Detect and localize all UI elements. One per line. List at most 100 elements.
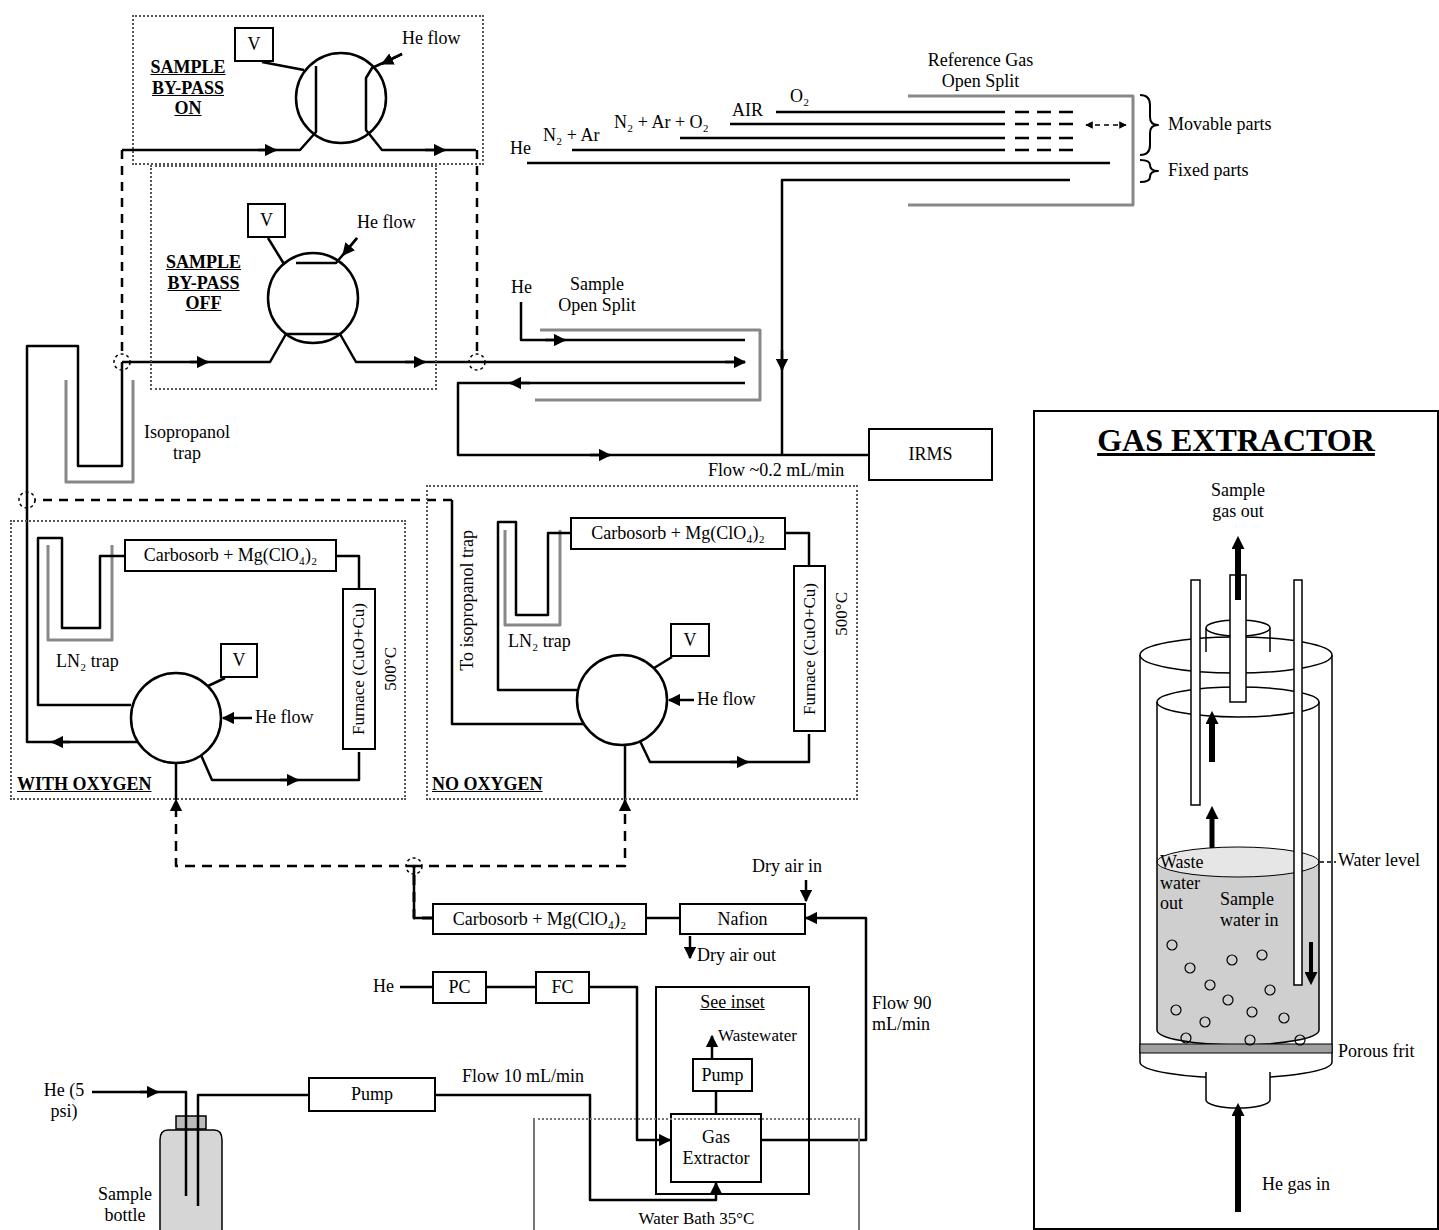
sample-arrow — [1309, 942, 1313, 976]
process-box: V — [220, 643, 258, 678]
node-label: V — [248, 34, 261, 55]
part-label: Isopropanol trap — [137, 422, 237, 463]
tube — [92, 1092, 186, 1116]
waste-arrow — [1210, 815, 1215, 848]
dashed-tube — [35, 499, 452, 502]
part-label: Flow ~0.2 mL/min — [708, 460, 844, 481]
dashed-tube — [121, 150, 124, 354]
capillary — [527, 112, 1110, 163]
node-label: Pump — [351, 1084, 393, 1105]
flow-arrow — [140, 1091, 158, 1094]
flow-connector — [198, 1095, 308, 1116]
valve-symbol — [577, 655, 667, 745]
flow-arrow — [382, 54, 402, 64]
part-label: He — [373, 976, 394, 997]
outer-cylinder — [1140, 655, 1332, 1078]
node-label: 500°C — [381, 647, 401, 691]
process-box: IRMS — [868, 428, 993, 481]
flow-connector — [715, 1092, 718, 1113]
part-label: Reference Gas Open Split — [918, 50, 1043, 91]
flow-connector — [487, 986, 535, 989]
group-frame: NO OXYGENCarbosorb + Mg(ClO₄)₂VFurnace (… — [426, 485, 858, 800]
node-label: Carbosorb + Mg(ClO₄)₂ — [591, 523, 765, 544]
flow-connector — [786, 533, 809, 565]
gas-extractor-illustration — [1140, 545, 1336, 1212]
water-bath: Water Bath 35°C — [533, 1118, 860, 1230]
group-title: WITH OXYGEN — [17, 774, 152, 795]
part-label: Dry air out — [697, 945, 776, 966]
flow-label: Flow 90 mL/min — [872, 993, 954, 1034]
node-label: Pump — [701, 1065, 743, 1086]
tube — [782, 180, 1070, 455]
part-label: He flow — [402, 28, 460, 49]
open-split — [535, 330, 760, 400]
bottle-cap — [176, 1116, 206, 1129]
tube — [201, 752, 359, 780]
bottle-shape — [160, 1116, 222, 1230]
part-label: He flow — [357, 212, 415, 233]
process-box: Nafion — [679, 903, 806, 935]
node-label: FC — [551, 977, 573, 998]
node-label: V — [260, 210, 273, 231]
flow-arrow — [669, 699, 694, 702]
flow-arrow — [425, 149, 445, 152]
flow-arrow — [280, 779, 298, 782]
tube — [452, 500, 584, 724]
sample-bottle: Sample bottle — [160, 1116, 222, 1230]
process-box: Gas Extractor — [670, 1113, 762, 1183]
valve-link — [262, 62, 304, 70]
process-box: V — [670, 623, 710, 657]
gas-arrow — [1209, 720, 1215, 762]
bottle-tubes — [186, 1116, 198, 1206]
part-label: Fixed parts — [1168, 160, 1249, 181]
helium-arrow — [1235, 1112, 1241, 1212]
brace — [1140, 95, 1158, 155]
tubing — [19, 53, 1158, 1116]
part-label: O₂ — [790, 86, 809, 107]
flow-arrow — [258, 149, 276, 152]
capillary-movable — [1015, 112, 1075, 150]
flow-arrow — [405, 361, 425, 364]
bubbles — [1167, 940, 1305, 1045]
group-title: SAMPLE BY-PASS OFF — [156, 252, 251, 314]
movement-arrow — [1086, 124, 1126, 126]
node-label: 500°C — [832, 592, 852, 636]
open-split — [908, 96, 1133, 205]
inset-panel: GAS EXTRACTOR — [1033, 410, 1439, 1230]
node-label: V — [233, 650, 246, 671]
node-label: Furnace (CuO+Cu) — [800, 583, 820, 715]
flow-connector — [176, 800, 432, 918]
flow-arrow — [52, 741, 70, 744]
flow-arrow — [805, 880, 808, 901]
furnace-box: Furnace (CuO+Cu)500°C — [342, 588, 376, 750]
group-title: GAS EXTRACTOR — [1035, 422, 1437, 459]
tube — [122, 334, 745, 362]
flow-arrow — [590, 454, 610, 457]
part-label: He gas in — [1262, 1174, 1330, 1195]
tube — [296, 238, 357, 263]
node-label: Carbosorb + Mg(ClO₄)₂ — [144, 545, 318, 566]
valve-link — [208, 678, 225, 686]
part-label: Waste water out — [1160, 852, 1214, 914]
part-label: Porous frit — [1338, 1041, 1415, 1062]
part-label: Water level — [1338, 850, 1420, 871]
part-label: He — [511, 277, 532, 298]
tube — [458, 383, 868, 455]
inset-frame: See insetPumpGas Extractor — [655, 986, 810, 1195]
flow-arrow — [711, 1036, 714, 1058]
node-label: Furnace (CuO+Cu) — [349, 603, 369, 735]
node-label: See inset — [657, 992, 808, 1013]
flow-arrow — [730, 761, 748, 764]
part-label: He — [510, 138, 531, 159]
process-box: FC — [535, 971, 590, 1004]
group-title: SAMPLE BY-PASS ON — [138, 57, 238, 119]
valve-link — [654, 657, 672, 668]
part-label: To isopropanol trap — [457, 530, 478, 671]
part-label: LN₂ trap — [508, 631, 571, 652]
flow-arrow — [343, 238, 357, 255]
flow-arrow — [190, 361, 208, 364]
part-label: AIR — [732, 100, 763, 121]
process-box: Carbosorb + Mg(ClO₄)₂ — [432, 903, 647, 935]
